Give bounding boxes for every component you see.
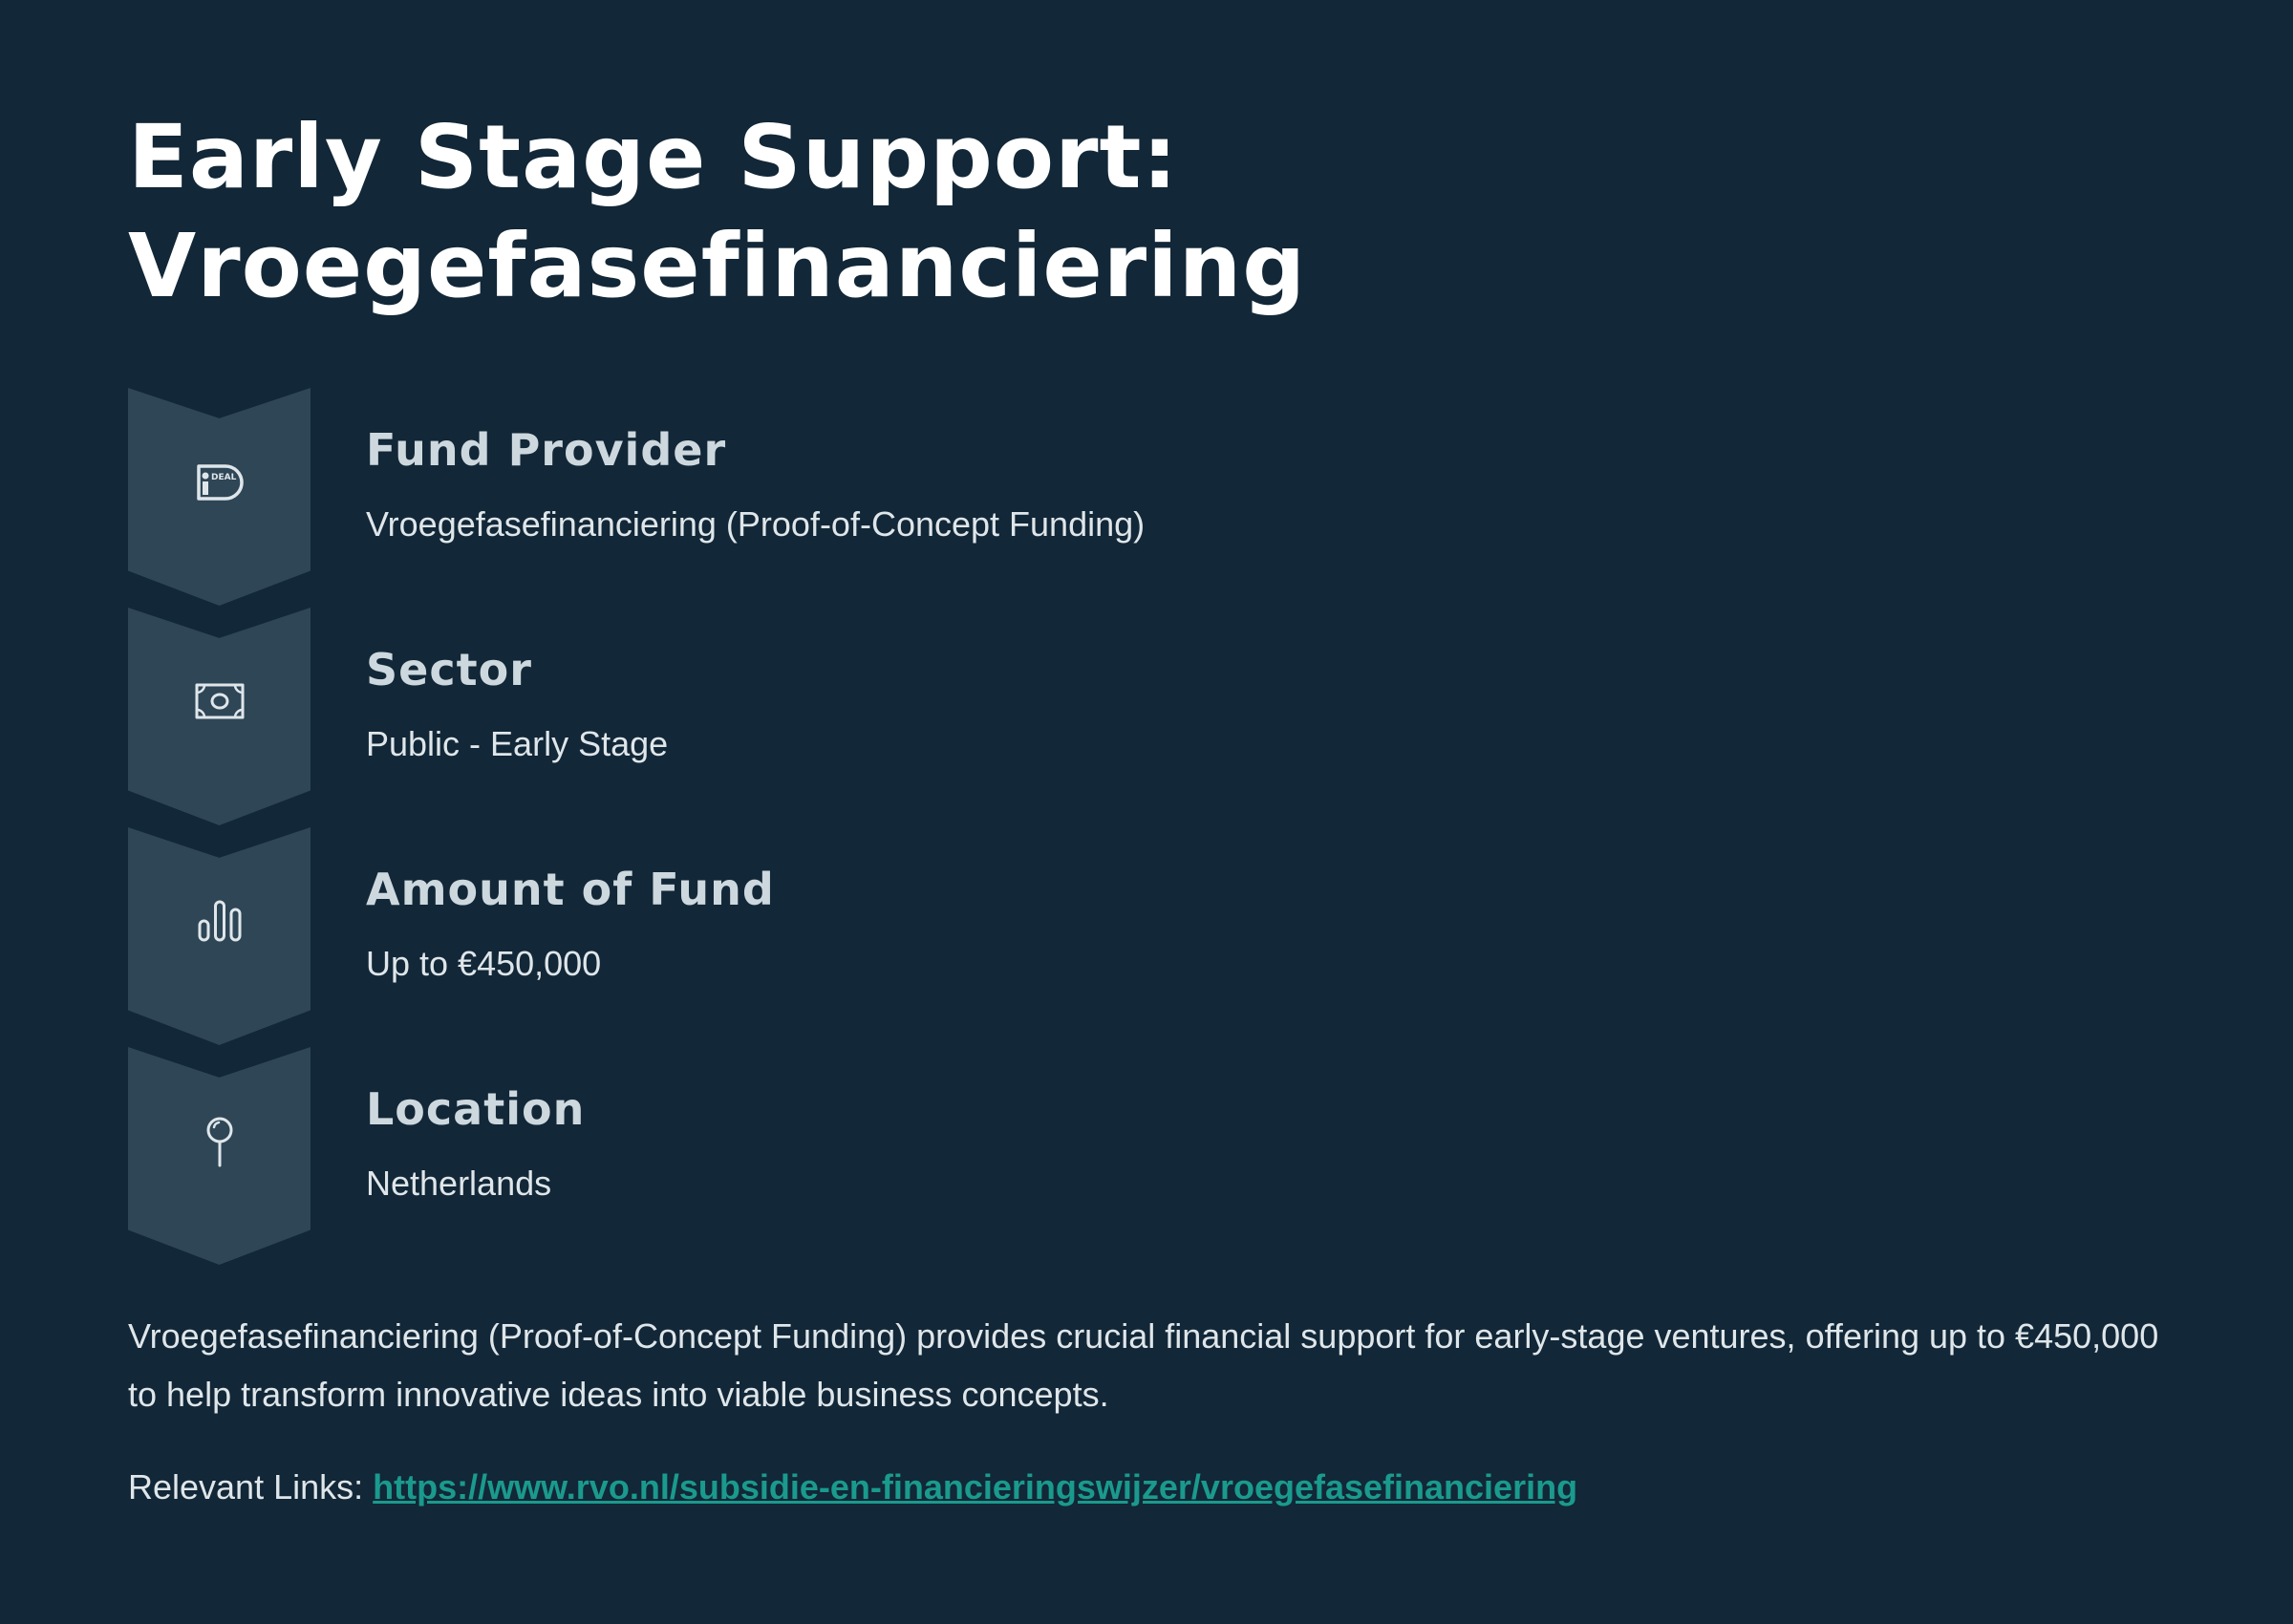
page-title-line-1: Early Stage Support: — [128, 106, 1179, 208]
banknote-icon — [191, 673, 248, 730]
info-item-sector: Sector Public - Early Stage — [128, 608, 1466, 825]
info-item-amount: Amount of Fund Up to €450,000 — [128, 827, 1466, 1045]
info-value: Netherlands — [366, 1164, 552, 1203]
info-label: Fund Provider — [366, 424, 727, 476]
relevant-link-url[interactable]: https://www.rvo.nl/subsidie-en-financier… — [373, 1467, 1578, 1506]
info-item-fund-provider: DEAL Fund Provider Vroegefasefinancierin… — [128, 388, 1466, 606]
info-item-location: Location Netherlands — [128, 1047, 1466, 1265]
chevron-marker — [128, 1047, 311, 1265]
description-text: Vroegefasefinanciering (Proof-of-Concept… — [128, 1316, 2159, 1414]
info-value: Public - Early Stage — [366, 724, 669, 763]
info-value: Up to €450,000 — [366, 944, 602, 983]
page-title-line-2: Vroegefasefinanciering — [128, 215, 1307, 317]
svg-text:DEAL: DEAL — [211, 473, 237, 482]
info-value: Vroegefasefinanciering (Proof-of-Concept… — [366, 504, 1146, 544]
info-label: Amount of Fund — [366, 864, 775, 915]
page-title: Early Stage Support: Vroegefasefinancier… — [128, 103, 1848, 321]
chevron-marker: DEAL — [128, 388, 311, 606]
info-label: Sector — [366, 644, 532, 695]
links-label: Relevant Links: — [128, 1467, 364, 1506]
ideal-icon: DEAL — [191, 453, 248, 510]
chevron-marker — [128, 827, 311, 1045]
bar-chart-icon — [191, 892, 248, 950]
relevant-links: Relevant Links: https://www.rvo.nl/subsi… — [128, 1467, 1577, 1507]
info-label: Location — [366, 1083, 586, 1135]
map-pin-icon — [191, 1112, 248, 1169]
chevron-marker — [128, 608, 311, 825]
